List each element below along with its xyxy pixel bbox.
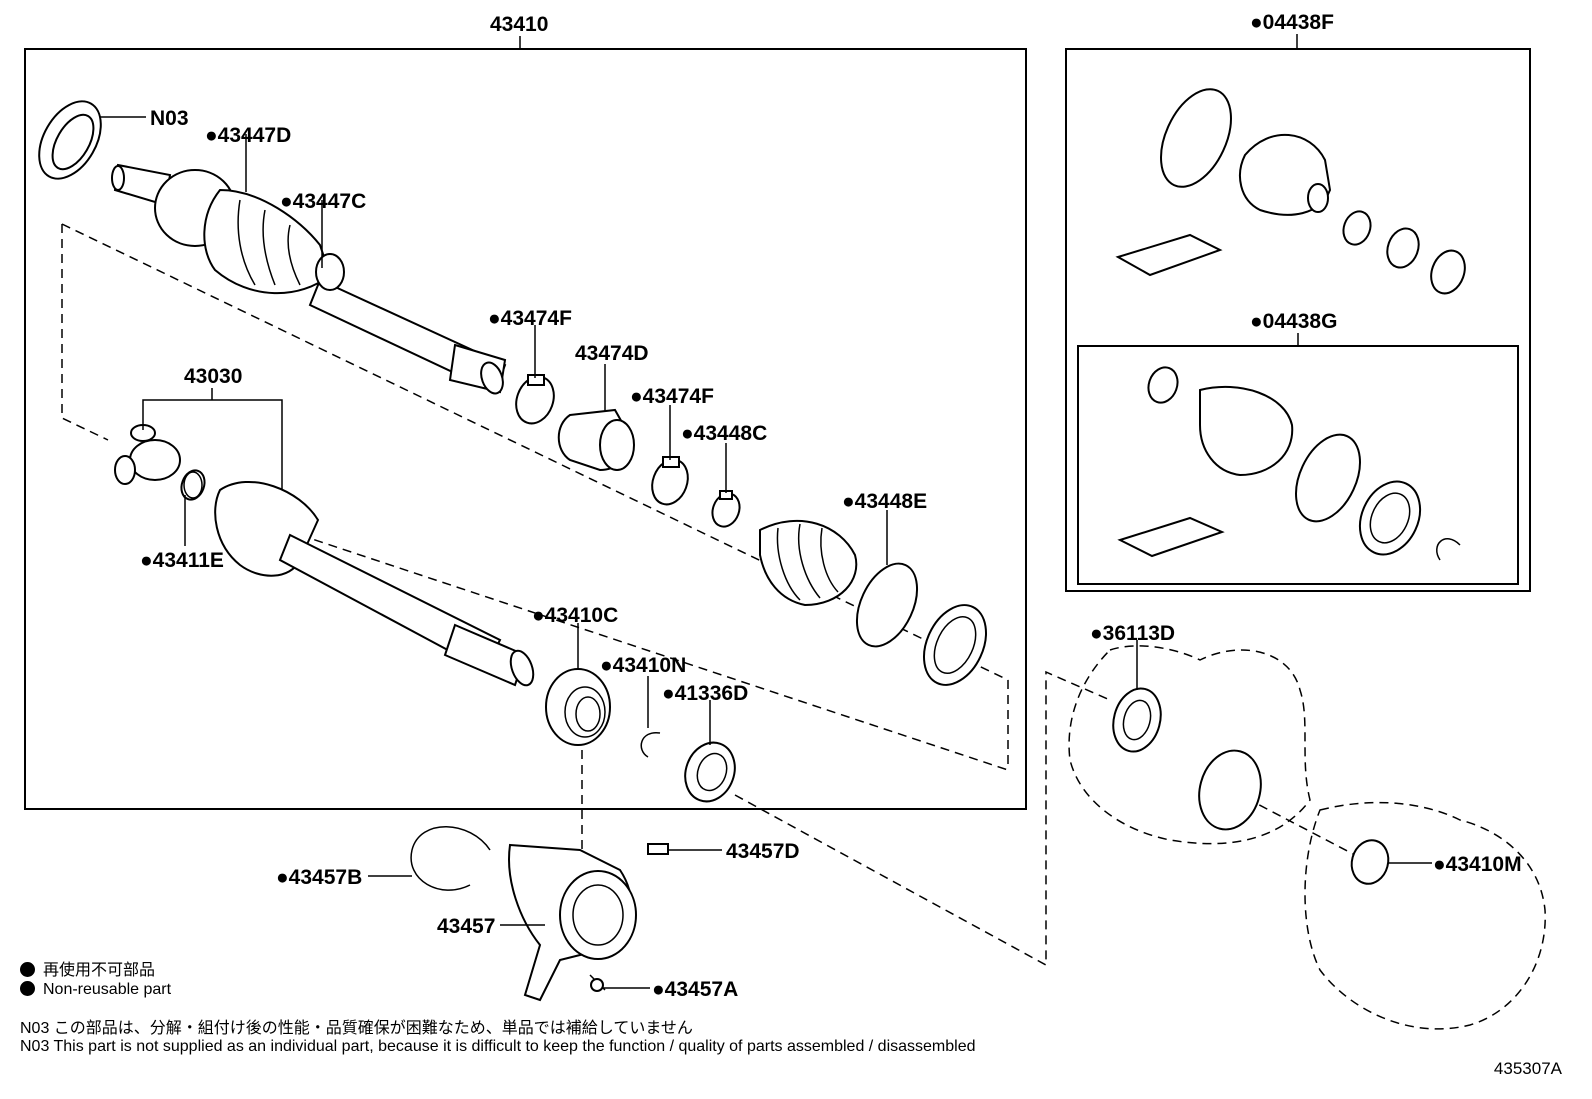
snap-ring-43410n xyxy=(640,732,661,758)
boot-clamp-43448c xyxy=(711,490,741,528)
bearing-43410c xyxy=(545,668,611,746)
label-43457a: ●43457A xyxy=(652,978,738,1001)
boot-kit-frame-f xyxy=(1065,48,1531,592)
label-n03: N03 xyxy=(150,107,189,130)
legend-en-text: Non-reusable part xyxy=(43,981,172,998)
label-43474f-a: ●43474F xyxy=(488,307,572,330)
label-43447c: ●43447C xyxy=(280,190,366,213)
label-43474f-b: ●43474F xyxy=(630,385,714,408)
main-assembly-frame xyxy=(24,48,1027,810)
label-43447d: ●43447D xyxy=(205,124,291,147)
label-43411e: ●43411E xyxy=(140,549,224,572)
label-43410m: ●43410M xyxy=(1433,853,1522,876)
oil-seal-41336d xyxy=(684,741,736,803)
label-43457b: ●43457B xyxy=(276,866,362,889)
label-43457d: 43457D xyxy=(726,840,800,863)
diagram-code: 435307A xyxy=(1493,1059,1562,1078)
transaxle-case xyxy=(1068,645,1546,1030)
alignment-dash-left xyxy=(61,224,109,441)
label-43457: 43457 xyxy=(437,915,495,938)
inboard-boot-43448e xyxy=(759,520,987,686)
boot-kit-04438g xyxy=(1117,366,1461,561)
label-43448c: ●43448C xyxy=(681,422,767,445)
n03-note-en: N03 This part is not supplied as an indi… xyxy=(20,1038,976,1055)
label-43410: 43410 xyxy=(490,13,548,36)
boot-kit-04438f xyxy=(1115,88,1466,295)
label-43448e: ●43448E xyxy=(842,490,927,513)
boot-clamp-43474f-b xyxy=(651,456,689,506)
label-43030: 43030 xyxy=(184,365,242,388)
label-43410c: ●43410C xyxy=(532,604,618,627)
label-43474d: 43474D xyxy=(575,342,649,365)
legend-en-nonreusable: Non-reusable part xyxy=(20,981,171,999)
label-43410n: ●43410N xyxy=(600,654,686,677)
n03-note-jp: N03 この部品は、分解・組付け後の性能・品質確保が困難なため、単品では補給して… xyxy=(20,1020,693,1037)
outboard-shaft-assembly xyxy=(111,163,507,395)
snap-ring-43411e xyxy=(183,471,203,499)
legend-jp-text: 再使用不可部品 xyxy=(43,962,156,979)
legend-jp-nonreusable: 再使用不可部品 xyxy=(20,956,155,980)
label-36113d: ●36113D xyxy=(1090,622,1175,645)
nonreusable-dot-icon xyxy=(20,981,35,996)
label-04438f: ●04438F xyxy=(1250,11,1334,34)
boot-clamp-43474f-a xyxy=(515,374,555,425)
bearing-bracket-43457 xyxy=(410,826,669,1002)
label-41336d: ●41336D xyxy=(662,682,748,705)
inboard-joint-43030 xyxy=(114,424,535,687)
damper-43474d xyxy=(557,408,635,472)
label-04438g: ●04438G xyxy=(1250,310,1337,333)
nonreusable-dot-icon xyxy=(20,962,35,977)
dust-deflector-n03 xyxy=(38,100,102,180)
